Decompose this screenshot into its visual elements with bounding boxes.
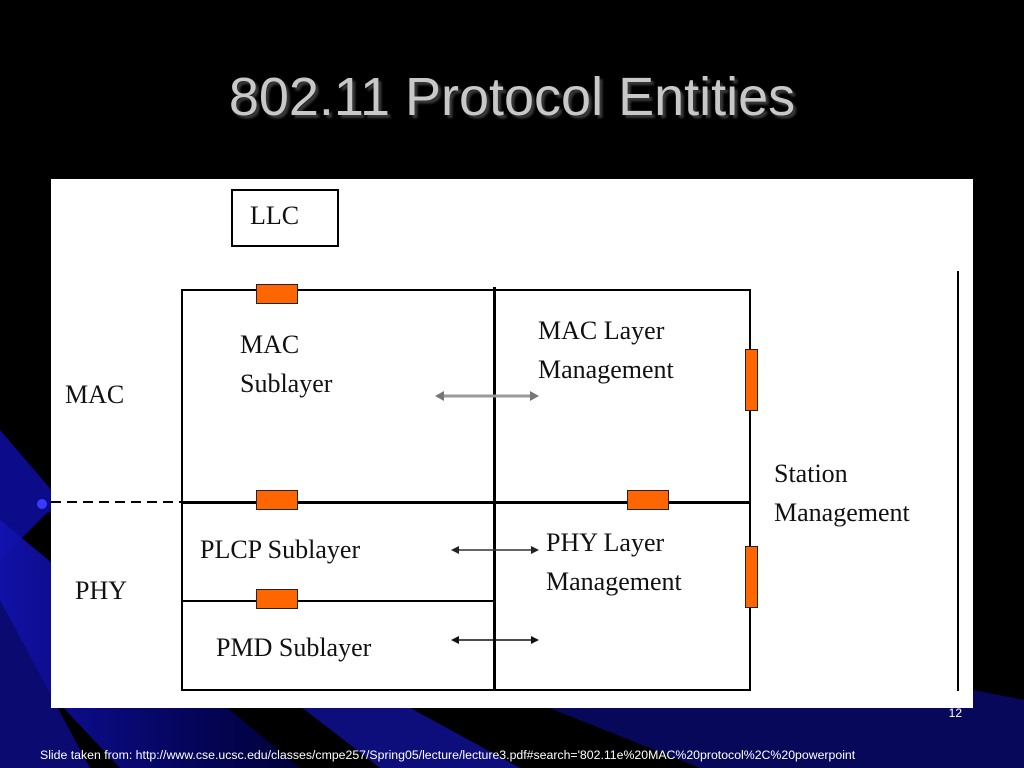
page-number: 12 <box>948 706 962 720</box>
slide-title: 802.11 Protocol Entities <box>228 67 796 127</box>
frame-left-line <box>181 289 183 691</box>
phy-layer-management-line1: PHY Layer <box>546 528 665 557</box>
center-divider-line <box>493 287 496 691</box>
llc-box <box>231 189 339 247</box>
mac-phy-dashed-line <box>51 501 181 503</box>
mac-phy-boundary-line <box>181 501 749 504</box>
mac-layer-management-line1: MAC Layer <box>538 316 665 345</box>
llc-label: LLC <box>250 201 300 230</box>
pmd-management-arrow <box>451 636 539 644</box>
frame-right-line <box>749 289 751 691</box>
mac-side-label: MAC <box>65 380 125 409</box>
mac-layer-management-line2: Management <box>538 355 674 384</box>
mac-sublayer-management-arrow <box>435 391 539 401</box>
mac-sublayer-label-line2: Sublayer <box>240 369 333 398</box>
ray-3 <box>0 600 90 768</box>
sap-mac-management-station <box>745 349 758 411</box>
phy-layer-management-line2: Management <box>546 567 682 596</box>
station-management-line1: Station <box>774 459 848 488</box>
plcp-sublayer-label: PLCP Sublayer <box>200 535 361 564</box>
protocol-entities-diagram: LLC MAC PHY MAC Sublayer MAC Layer Manag… <box>51 179 973 708</box>
sap-plcp-pmd <box>256 589 298 609</box>
plcp-management-arrow <box>451 546 539 554</box>
phy-side-label: PHY <box>75 576 128 605</box>
sap-phy-management-station <box>745 546 758 608</box>
sap-mac-phy-management <box>627 490 669 510</box>
plcp-pmd-divider-line <box>181 600 494 602</box>
frame-bottom-line <box>181 689 751 691</box>
ray-origin <box>37 499 47 509</box>
pmd-sublayer-label: PMD Sublayer <box>216 633 372 662</box>
station-management-line2: Management <box>774 498 910 527</box>
frame-top-line <box>181 289 751 291</box>
ray-1 <box>0 430 60 560</box>
source-footer: Slide taken from: http://www.cse.ucsc.ed… <box>40 748 856 762</box>
station-right-line <box>957 271 959 691</box>
mac-sublayer-label-line1: MAC <box>240 330 300 359</box>
sap-llc-mac <box>256 284 298 304</box>
sap-mac-plcp <box>256 490 298 510</box>
